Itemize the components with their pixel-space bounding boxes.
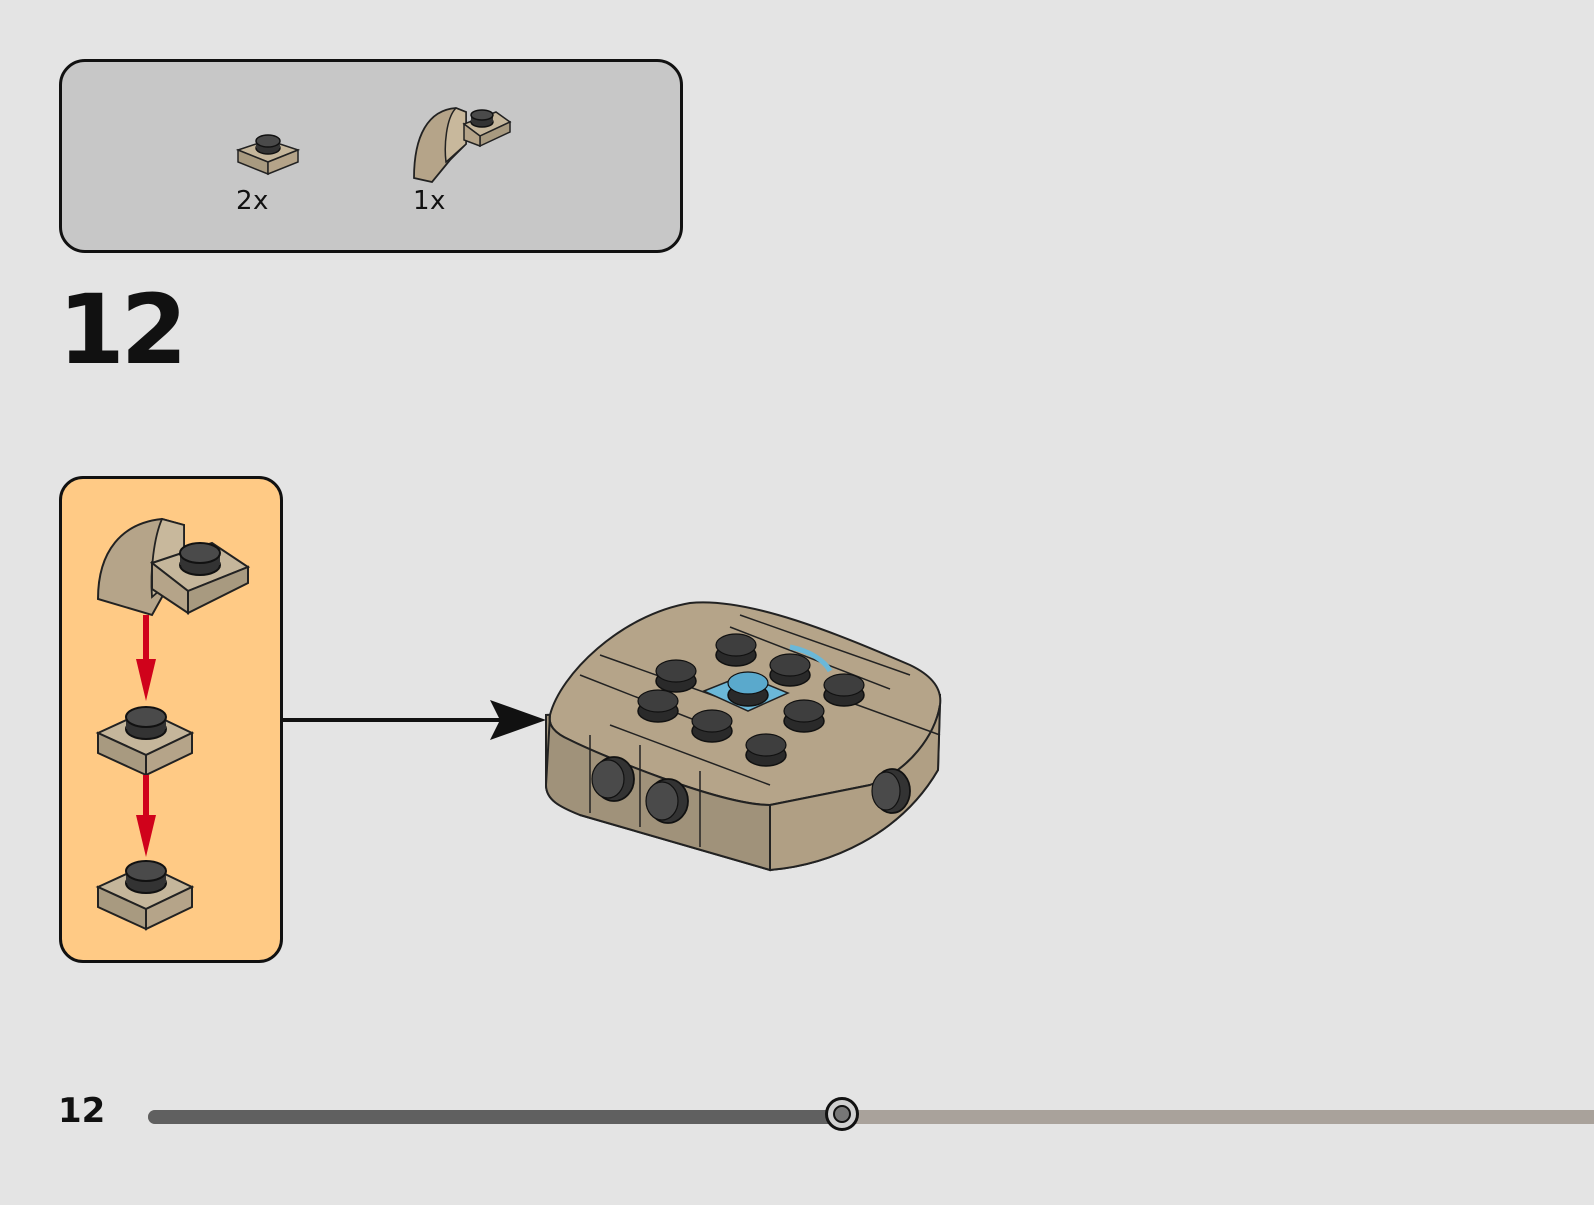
model-assembly bbox=[544, 601, 942, 872]
part-quantity: 1x bbox=[413, 186, 446, 216]
subassembly-callout bbox=[59, 476, 283, 963]
curved-plate-icon bbox=[96, 517, 251, 617]
plate-1x1-icon bbox=[235, 134, 301, 176]
plate-1x1-icon bbox=[95, 706, 195, 777]
part-quantity: 2x bbox=[236, 186, 269, 216]
parts-list-callout: 2x 1x bbox=[59, 59, 683, 253]
red-arrow-icon bbox=[136, 775, 156, 857]
subassembly-diagram bbox=[95, 517, 251, 931]
page-number: 12 bbox=[58, 1091, 106, 1131]
progress-bar-fill bbox=[148, 1110, 842, 1124]
progress-bar bbox=[148, 1097, 1594, 1131]
red-arrow-icon bbox=[136, 615, 156, 701]
progress-indicator-icon bbox=[824, 1097, 859, 1131]
plate-1x1-icon bbox=[95, 860, 195, 931]
curved-plate-icon bbox=[413, 107, 512, 183]
step-number: 12 bbox=[58, 274, 188, 386]
